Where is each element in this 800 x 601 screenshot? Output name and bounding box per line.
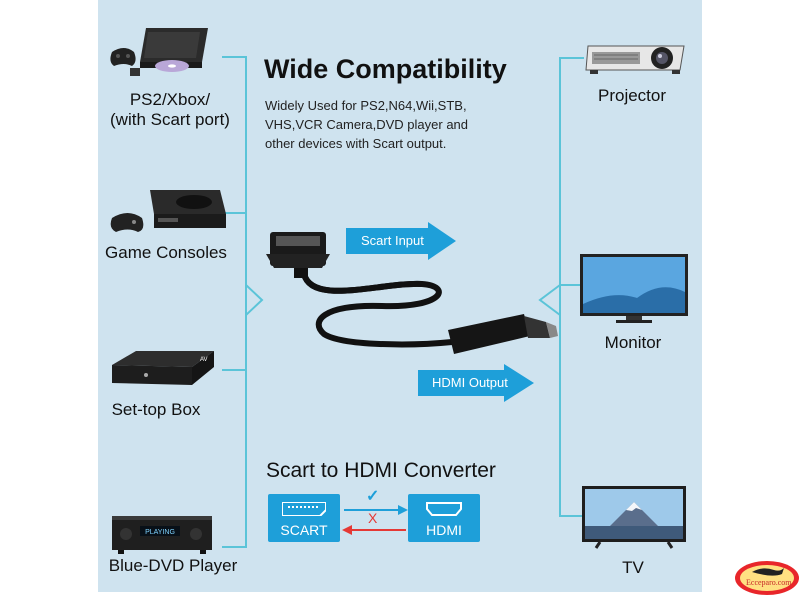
watermark-text: Ecceparo.com: [746, 578, 792, 587]
stb-logo-text: AV: [200, 357, 208, 363]
hdmi-output-label: HDMI Output: [432, 375, 508, 390]
set-top-box-icon: AV: [108, 345, 218, 400]
hdmi-port-icon: [426, 502, 462, 516]
scart-hdmi-cable-icon: [266, 232, 558, 354]
dvd-display-text: PLAYING: [145, 529, 175, 536]
dvd-player-icon: PLAYING: [110, 510, 214, 561]
hdmi-output-arrow: [418, 364, 534, 402]
ps2-console-icon: [108, 22, 220, 87]
source-label-ps2: PS2/Xbox/ (with Scart port): [110, 90, 230, 129]
output-label-monitor: Monitor: [604, 333, 662, 352]
scart-port-icon: [282, 502, 326, 516]
scart-input-label: Scart Input: [361, 233, 424, 248]
watermark-logo: Ecceparo.com: [734, 560, 800, 601]
scart-input-arrow: [346, 222, 456, 260]
source-label-game-consoles: Game Consoles: [105, 243, 227, 262]
converter-title: Scart to HDMI Converter: [266, 459, 496, 482]
hdmi-box: HDMI: [408, 494, 480, 542]
conversion-arrows: [342, 505, 408, 535]
cross-icon: X: [368, 510, 378, 526]
hdmi-box-label: HDMI: [426, 522, 462, 538]
description: Widely Used for PS2,N64,Wii,STB, VHS,VCR…: [265, 98, 469, 151]
source-label-dvd-player: Blue-DVD Player: [108, 556, 238, 575]
source-label-set-top-box: Set-top Box: [111, 400, 201, 419]
game-console-icon: [108, 182, 228, 247]
output-label-tv: TV: [622, 558, 644, 577]
scart-box-label: SCART: [280, 522, 328, 538]
scart-box: SCART: [268, 494, 340, 542]
projector-icon: [584, 38, 688, 83]
check-icon: ✓: [366, 488, 380, 505]
output-label-projector: Projector: [597, 86, 667, 105]
tv-icon: [582, 486, 686, 555]
page-title: Wide Compatibility: [264, 54, 507, 84]
monitor-icon: [580, 254, 688, 329]
